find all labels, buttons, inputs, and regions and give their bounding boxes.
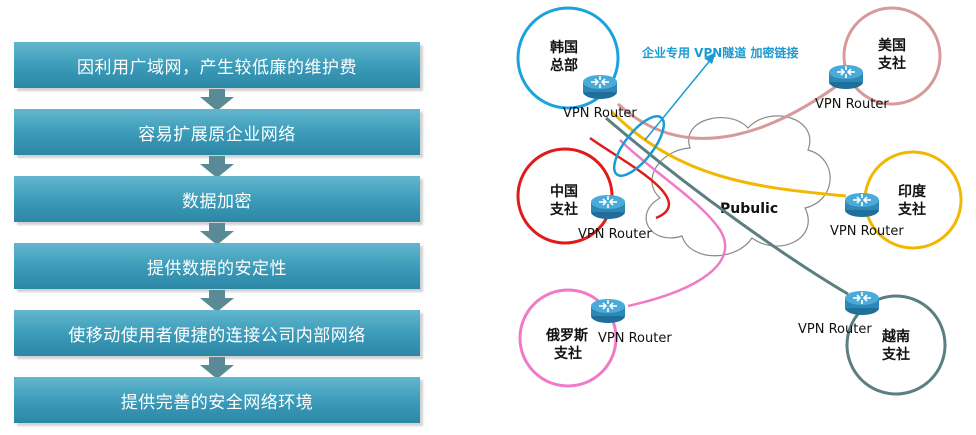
down-arrow-icon [200, 89, 234, 111]
router-icon [844, 192, 880, 218]
flow-step-label: 使移动使用者便捷的连接公司内部网络 [68, 325, 366, 346]
tunnel-line-russia [619, 139, 727, 308]
site-russia-line2: 支社 [553, 345, 582, 362]
down-arrow-icon [200, 223, 234, 245]
flow-step-label: 提供数据的安定性 [147, 258, 287, 279]
router-icon [828, 64, 864, 90]
site-india-line2: 支社 [897, 201, 926, 218]
flow-step-label: 数据加密 [182, 191, 252, 212]
tunnel-line-china [589, 136, 671, 220]
site-usa-line1: 美国 [878, 37, 906, 54]
site-vietnam-circle [845, 294, 947, 396]
router-russia-label: VPN Router [598, 331, 672, 346]
router-vietnam-label: VPN Router [798, 322, 872, 337]
site-usa-circle [842, 6, 942, 106]
down-arrow-icon [200, 156, 234, 178]
router-china-label: VPN Router [578, 227, 652, 242]
router-korea-label: VPN Router [563, 106, 637, 121]
site-vietnam-line2: 支社 [881, 346, 910, 363]
site-korea-circle [516, 6, 620, 110]
site-korea-line1: 韩国 [550, 39, 578, 56]
cloud-label: Pubulic [720, 201, 778, 217]
flow-step-5: 使移动使用者便捷的连接公司内部网络 [14, 310, 420, 356]
router-icon [844, 290, 880, 316]
flow-step-label: 容易扩展原企业网络 [138, 124, 296, 145]
vpn-tunnel-label: 企业专用 VPN隧道 加密链接 [641, 45, 798, 60]
tunnel-line-india [610, 110, 847, 198]
vpn-tunnel-arrow-icon [704, 52, 716, 64]
down-arrow-icon [200, 357, 234, 379]
router-usa-label: VPN Router [815, 97, 889, 112]
flow-step-4: 提供数据的安定性 [14, 243, 420, 289]
router-india-label: VPN Router [830, 224, 904, 239]
site-russia-circle [518, 288, 618, 388]
cloud-icon [645, 115, 831, 257]
down-arrow-icon [200, 290, 234, 312]
router-icon [590, 298, 626, 324]
site-india-line1: 印度 [898, 183, 927, 200]
site-usa-line2: 支社 [877, 55, 906, 72]
site-china-line2: 支社 [549, 201, 578, 218]
site-korea-line2: 总部 [550, 57, 578, 74]
flow-step-6: 提供完善的安全网络环境 [14, 377, 420, 423]
vpn-tunnel-pointer [644, 57, 713, 141]
flow-step-2: 容易扩展原企业网络 [14, 109, 420, 155]
flow-step-label: 提供完善的安全网络环境 [120, 392, 314, 413]
tunnel-line-usa [616, 74, 851, 140]
vpn-tunnel-ring [612, 115, 666, 177]
flow-step-3: 数据加密 [14, 176, 420, 222]
router-icon [582, 74, 618, 100]
router-icon [590, 194, 626, 220]
flow-step-label: 因利用广域网，产生较低廉的维护费 [77, 57, 357, 78]
flow-step-1: 因利用广域网，产生较低廉的维护费 [14, 42, 420, 88]
site-vietnam-line1: 越南 [881, 328, 910, 345]
site-russia-line1: 俄罗斯 [545, 327, 588, 344]
tunnel-line-vietnam [605, 116, 849, 296]
site-china-line1: 中国 [550, 183, 578, 200]
